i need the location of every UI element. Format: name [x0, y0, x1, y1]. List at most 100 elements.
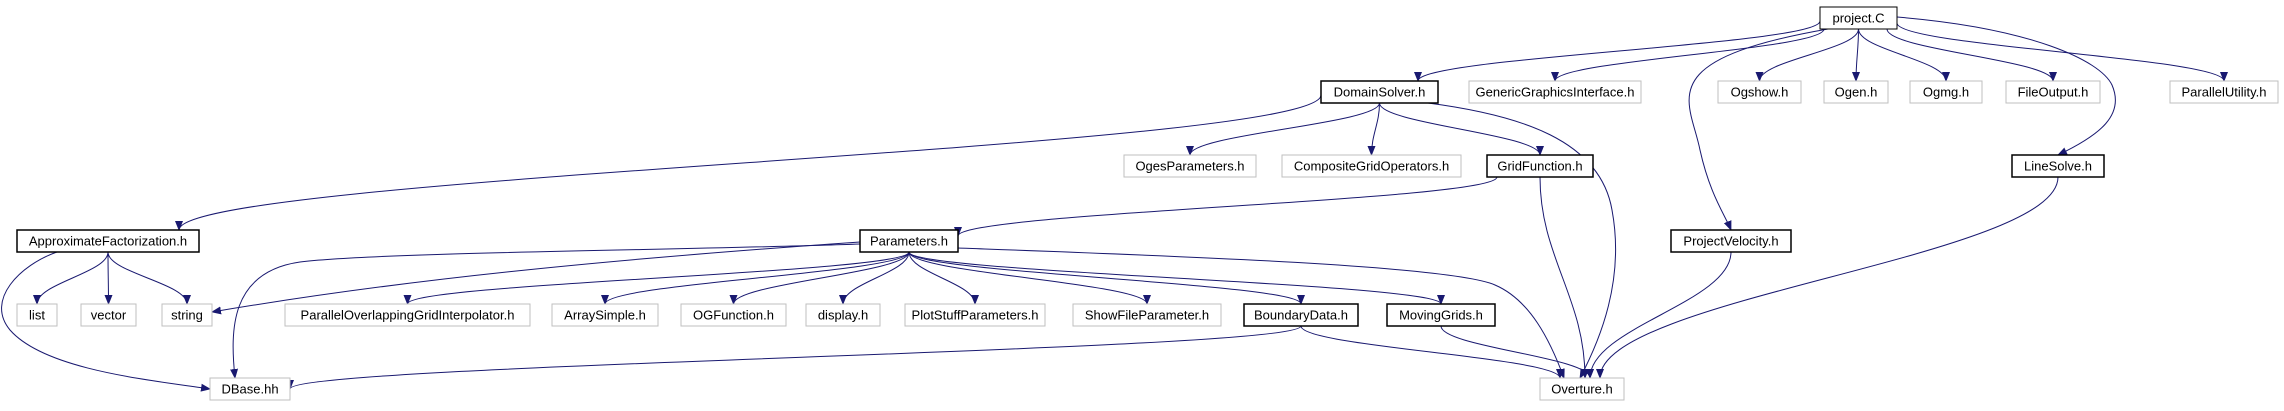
node-dbase: DBase.hh — [209, 377, 291, 401]
edge-project-c-to-file-output — [1886, 28, 2057, 82]
node-grid-function[interactable]: GridFunction.h — [1486, 154, 1594, 178]
node-label: FileOutput.h — [2018, 85, 2089, 100]
edge-project-c-to-line-solve — [1896, 16, 2116, 156]
node-label: string — [171, 308, 203, 323]
edge-project-c-to-generic-graphics — [1551, 28, 1825, 82]
node-generic-graphics: GenericGraphicsInterface.h — [1468, 80, 1642, 104]
node-ogmg: Ogmg.h — [1909, 80, 1983, 104]
node-box — [805, 303, 881, 327]
node-box — [1468, 80, 1642, 104]
node-label: Parameters.h — [870, 234, 948, 249]
edge-project-c-to-parallel-utility — [1896, 22, 2228, 82]
node-label: Overture.h — [1551, 382, 1612, 397]
node-label: GridFunction.h — [1497, 159, 1582, 174]
edge-approximate-factorization-to-list — [33, 251, 109, 305]
node-parallel-overlapping: ParallelOverlappingGridInterpolator.h — [284, 303, 531, 327]
node-domain-solver[interactable]: DomainSolver.h — [1320, 80, 1439, 104]
edge-parameters-to-show-file-parameter — [908, 251, 1151, 305]
node-plot-stuff: PlotStuffParameters.h — [904, 303, 1046, 327]
node-box — [1539, 377, 1625, 401]
node-vector: vector — [80, 303, 137, 327]
node-overture: Overture.h — [1539, 377, 1625, 401]
node-label: Ogshow.h — [1731, 85, 1789, 100]
edge-parameters-to-overture — [957, 247, 1565, 379]
node-array-simple: ArraySimple.h — [551, 303, 659, 327]
node-label: project.C — [1832, 11, 1884, 26]
node-label: ParallelUtility.h — [2181, 85, 2266, 100]
node-ogshow: Ogshow.h — [1717, 80, 1802, 104]
node-project-velocity[interactable]: ProjectVelocity.h — [1670, 229, 1792, 253]
node-box — [1386, 303, 1496, 327]
node-box — [2011, 154, 2105, 178]
node-box — [2005, 80, 2101, 104]
node-label: CompositeGridOperators.h — [1294, 159, 1449, 174]
node-label: Ogmg.h — [1923, 85, 1969, 100]
edge-grid-function-to-overture — [1539, 176, 1589, 379]
edge-project-c-to-domain-solver — [1414, 20, 1821, 82]
node-box — [859, 229, 959, 253]
node-box — [16, 303, 58, 327]
edge-project-c-to-ogshow — [1755, 28, 1859, 82]
node-box — [1819, 6, 1898, 30]
node-show-file-parameter: ShowFileParameter.h — [1072, 303, 1222, 327]
node-label: OgesParameters.h — [1135, 159, 1244, 174]
node-box — [1486, 154, 1594, 178]
node-label: BoundaryData.h — [1254, 308, 1348, 323]
edges-layer — [1, 16, 2228, 392]
node-label: DomainSolver.h — [1334, 85, 1426, 100]
edge-project-c-to-ogmg — [1858, 28, 1950, 82]
edge-parameters-to-og-function — [729, 251, 910, 305]
node-box — [1823, 80, 1889, 104]
node-parameters[interactable]: Parameters.h — [859, 229, 959, 253]
edge-grid-function-to-parameters — [954, 176, 1498, 237]
node-box — [1072, 303, 1222, 327]
node-box — [161, 303, 213, 327]
edge-moving-grids-to-overture — [1440, 325, 1594, 379]
nodes-layer: project.C DomainSolver.h GenericGraphicsIn… — [16, 6, 2279, 401]
node-box — [1243, 303, 1359, 327]
node-box — [551, 303, 659, 327]
node-label: ParallelOverlappingGridInterpolator.h — [301, 308, 515, 323]
node-label: ProjectVelocity.h — [1683, 234, 1778, 249]
node-parallel-utility: ParallelUtility.h — [2169, 80, 2279, 104]
node-label: Ogen.h — [1835, 85, 1878, 100]
edge-domain-solver-to-grid-function — [1379, 102, 1544, 156]
node-box — [1123, 154, 1257, 178]
node-ogen: Ogen.h — [1823, 80, 1889, 104]
node-box — [680, 303, 787, 327]
edge-parameters-to-string — [211, 241, 861, 315]
node-box — [80, 303, 137, 327]
edge-project-c-to-project-velocity — [1688, 28, 1829, 231]
node-label: ApproximateFactorization.h — [29, 234, 187, 249]
edge-parameters-to-display — [839, 251, 910, 305]
node-box — [1909, 80, 1983, 104]
edge-project-velocity-to-overture — [1586, 251, 1732, 379]
node-moving-grids[interactable]: MovingGrids.h — [1386, 303, 1496, 327]
edge-parameters-to-parallel-overlapping — [403, 251, 910, 305]
edge-parameters-to-dbase — [230, 243, 861, 379]
node-label: ArraySimple.h — [564, 308, 646, 323]
node-approximate-factorization[interactable]: ApproximateFactorization.h — [16, 229, 200, 253]
node-label: OGFunction.h — [693, 308, 774, 323]
node-boundary-data[interactable]: BoundaryData.h — [1243, 303, 1359, 327]
node-box — [1670, 229, 1792, 253]
edge-domain-solver-to-approximate-factorization — [175, 94, 1322, 231]
node-box — [904, 303, 1046, 327]
node-line-solve[interactable]: LineSolve.h — [2011, 154, 2105, 178]
node-box — [16, 229, 200, 253]
node-project-c: project.C — [1819, 6, 1898, 30]
node-box — [2169, 80, 2279, 104]
node-display: display.h — [805, 303, 881, 327]
node-label: ShowFileParameter.h — [1085, 308, 1209, 323]
node-composite-grid-operators: CompositeGridOperators.h — [1281, 154, 1462, 178]
edge-parameters-to-plot-stuff — [908, 251, 979, 305]
node-oges-parameters: OgesParameters.h — [1123, 154, 1257, 178]
node-box — [209, 377, 291, 401]
edge-boundary-data-to-overture — [1300, 325, 1564, 379]
edge-parameters-to-array-simple — [601, 251, 910, 305]
edge-domain-solver-to-oges-parameters — [1186, 102, 1380, 156]
edge-domain-solver-to-composite-grid-operators — [1367, 102, 1380, 156]
edge-project-c-to-ogen — [1852, 28, 1861, 82]
edge-boundary-data-to-dbase — [286, 325, 1302, 390]
